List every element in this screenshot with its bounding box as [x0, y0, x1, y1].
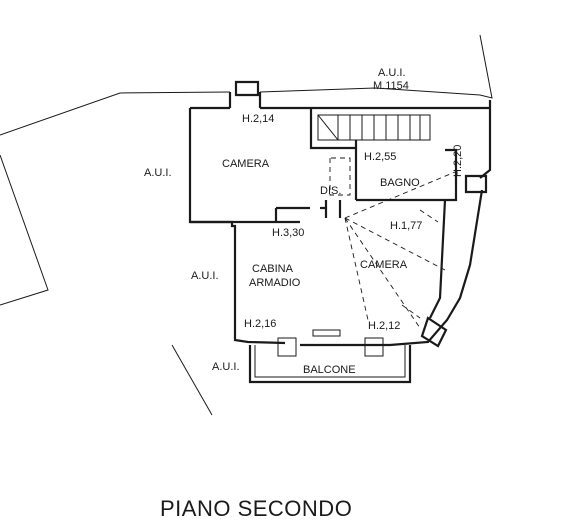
room-camera-1: CAMERA	[222, 158, 270, 170]
label-h220: H.2,20	[452, 145, 464, 177]
balcony	[248, 329, 412, 384]
label-h216: H.2,16	[244, 318, 276, 330]
room-cabina: CABINA	[252, 263, 294, 275]
label-dis: DIS.	[320, 185, 341, 197]
label-aui-top: A.U.I.	[378, 67, 406, 79]
label-aui-left: A.U.I.	[144, 167, 172, 179]
label-h214: H.2,14	[242, 113, 274, 125]
label-h212: H.2,12	[368, 320, 400, 332]
plan-title: PIANO SECONDO	[160, 496, 352, 521]
neighbour-outline	[0, 34, 493, 416]
label-aui-bottom: A.U.I.	[212, 361, 240, 373]
room-camera-2: CAMERA	[360, 259, 408, 271]
label-h177: H.1,77	[390, 220, 422, 232]
slope-lines	[329, 157, 456, 329]
room-armadio: ARMADIO	[249, 277, 301, 289]
apartment-walls	[188, 80, 492, 348]
room-bagno: BAGNO	[380, 177, 420, 189]
label-h255: H.2,55	[364, 151, 396, 163]
label-h330: H.3,30	[272, 227, 304, 239]
label-aui-mid: A.U.I.	[191, 270, 219, 282]
label-m1154: M.1154	[373, 80, 409, 92]
room-balcone: BALCONE	[303, 364, 356, 376]
